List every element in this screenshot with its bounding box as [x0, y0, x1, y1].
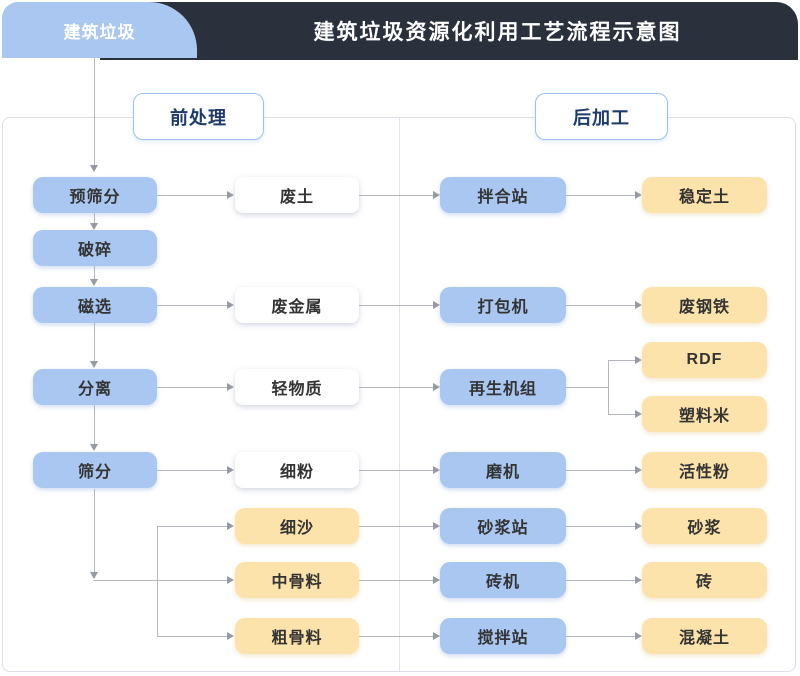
connector-line	[359, 305, 433, 306]
node-fine-powder: 细粉	[235, 452, 359, 488]
node-fine-sand: 细沙	[235, 508, 359, 544]
connector-line	[566, 580, 635, 581]
source-tab: 建筑垃圾	[2, 2, 197, 58]
arrow-right-icon	[433, 301, 440, 309]
arrow-right-icon	[635, 191, 642, 199]
node-coarse-aggregate: 粗骨料	[235, 618, 359, 654]
connector-line	[93, 580, 227, 581]
connector-line	[94, 405, 95, 444]
arrow-right-icon	[635, 356, 642, 364]
arrow-right-icon	[635, 410, 642, 418]
connector-line	[608, 414, 635, 415]
section-divider	[399, 118, 400, 671]
node-pre-screening: 预筛分	[33, 177, 157, 213]
connector-line	[94, 213, 95, 223]
connector-line	[566, 526, 635, 527]
arrow-right-icon	[433, 522, 440, 530]
connector-line	[566, 470, 635, 471]
node-mill: 磨机	[440, 452, 566, 488]
node-medium-aggregate: 中骨料	[235, 562, 359, 598]
node-mortar: 砂浆	[642, 508, 767, 544]
arrow-right-icon	[227, 301, 234, 309]
arrow-right-icon	[635, 301, 642, 309]
node-plastic-pellets: 塑料米	[642, 396, 767, 432]
node-baler: 打包机	[440, 287, 566, 323]
node-rdf: RDF	[642, 342, 767, 378]
connector-line	[157, 526, 227, 527]
node-mortar-plant: 砂浆站	[440, 508, 566, 544]
node-magnetic-separation: 磁选	[33, 287, 157, 323]
arrow-right-icon	[433, 632, 440, 640]
node-crushing: 破碎	[33, 230, 157, 266]
node-mixing-plant: 拌合站	[440, 177, 566, 213]
page-title: 建筑垃圾资源化利用工艺流程示意图	[313, 21, 682, 44]
arrow-right-icon	[227, 466, 234, 474]
arrow-right-icon	[227, 383, 234, 391]
node-light-material: 轻物质	[235, 369, 359, 405]
section-post-processing: 后加工	[535, 93, 668, 140]
connector-line	[157, 305, 227, 306]
arrow-down-icon	[90, 361, 98, 368]
connector-line	[359, 636, 433, 637]
connector-line	[608, 360, 635, 361]
connector-line	[566, 387, 608, 388]
connector-line	[157, 195, 227, 196]
connector-line	[157, 526, 158, 636]
connector-line	[94, 266, 95, 279]
arrow-down-icon	[90, 444, 98, 451]
arrow-right-icon	[635, 522, 642, 530]
arrow-right-icon	[433, 466, 440, 474]
connector-line	[359, 580, 433, 581]
arrow-right-icon	[227, 576, 234, 584]
connector-line	[94, 58, 95, 165]
arrow-down-icon	[90, 572, 98, 579]
connector-line	[157, 636, 227, 637]
arrow-right-icon	[227, 522, 234, 530]
arrow-right-icon	[635, 466, 642, 474]
node-brick: 砖	[642, 562, 767, 598]
node-stabilized-soil: 稳定土	[642, 177, 767, 213]
node-concrete: 混凝土	[642, 618, 767, 654]
node-separation: 分离	[33, 369, 157, 405]
arrow-right-icon	[635, 632, 642, 640]
arrow-right-icon	[635, 576, 642, 584]
arrow-right-icon	[227, 191, 234, 199]
node-activated-powder: 活性粉	[642, 452, 767, 488]
connector-line	[359, 470, 433, 471]
arrow-right-icon	[433, 191, 440, 199]
connector-line	[94, 489, 95, 572]
arrow-right-icon	[433, 576, 440, 584]
connector-line	[566, 636, 635, 637]
node-brick-machine: 砖机	[440, 562, 566, 598]
connector-line	[566, 305, 635, 306]
title-bar: 建筑垃圾资源化利用工艺流程示意图	[100, 2, 798, 60]
connector-line	[566, 195, 635, 196]
arrow-down-icon	[90, 279, 98, 286]
connector-line	[359, 526, 433, 527]
node-concrete-mixing-station: 搅拌站	[440, 618, 566, 654]
arrow-right-icon	[433, 383, 440, 391]
section-pre-processing: 前处理	[133, 93, 264, 140]
arrow-right-icon	[227, 632, 234, 640]
arrow-down-icon	[90, 223, 98, 230]
arrow-down-icon	[90, 165, 98, 172]
connector-line	[359, 387, 433, 388]
connector-line	[359, 195, 433, 196]
node-scrap-steel: 废钢铁	[642, 287, 767, 323]
connector-line	[157, 387, 227, 388]
connector-line	[94, 323, 95, 361]
node-waste-metal: 废金属	[235, 287, 359, 323]
node-waste-soil: 废土	[235, 177, 359, 213]
connector-line	[608, 360, 609, 414]
connector-line	[157, 470, 227, 471]
node-screening: 筛分	[33, 452, 157, 488]
node-recycling-unit: 再生机组	[440, 369, 566, 405]
